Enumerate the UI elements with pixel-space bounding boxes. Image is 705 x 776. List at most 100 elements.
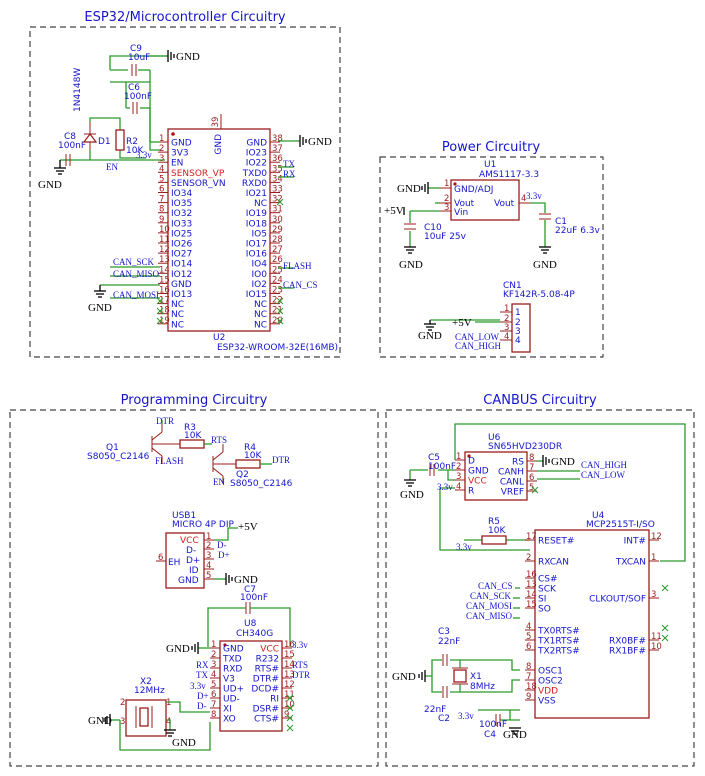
u4-pin-name-14: SI	[538, 595, 546, 605]
u4-pin-num-12: 12	[651, 532, 662, 542]
u2-pin-num-20: 20	[272, 316, 283, 326]
u1-ref: U1	[484, 160, 496, 170]
c8-value: 100nF	[58, 141, 86, 151]
esp32-net-labels: 3.3v EN CAN_SCK CAN_MISO CAN_MOSI TX RX …	[106, 150, 318, 300]
gnd-symbol-x2-right: GND	[164, 729, 196, 749]
gnd-symbol-u6: GND	[542, 455, 575, 468]
u8-right-pins: 16VCC15R23214RTS#13DTR#12DCD#11RI10DSR#9…	[251, 640, 295, 725]
u2-pin-name-4: SENSOR_VP	[171, 169, 225, 179]
u2-pin-num-37: 37	[272, 144, 283, 154]
u4-pin-num-7: 7	[526, 672, 531, 682]
gnd-symbol-c1: GND	[533, 246, 557, 271]
net-label-dtr-u8: DTR	[292, 670, 310, 680]
u2-pin-name-13: IO14	[171, 260, 192, 270]
net-label-en: EN	[106, 162, 118, 172]
u2-pin-name-14: IO12	[171, 270, 192, 280]
no-connect-markers	[156, 198, 669, 732]
u6-pin-num-2: 2	[456, 462, 461, 472]
power-section: Power Circuitry	[379, 140, 604, 358]
u6-pin-name-5: VREF	[501, 488, 524, 498]
u2-pin-num-4: 4	[159, 164, 164, 174]
r3-value: 10K	[184, 431, 202, 441]
gnd-label-u8: GND	[166, 643, 190, 655]
net-label-3v3-esp: 3.3v	[136, 150, 152, 160]
u2-pin-name-11: IO26	[171, 240, 192, 250]
nc-marker	[276, 297, 284, 305]
c5-value: 100nF	[428, 462, 456, 472]
u4-pin-name-3: CLKOUT/SOF	[589, 595, 646, 605]
u6-pin-name-8: RS	[512, 458, 524, 468]
u1-pin4-num: 4	[521, 194, 526, 204]
u2-pin-name-24: IO2	[252, 280, 267, 290]
u2-pin-name-27: IO16	[246, 250, 267, 260]
usb-vcc-wire	[214, 527, 238, 541]
x1-ref: X1	[470, 672, 482, 682]
c4-value: 100nF	[479, 720, 507, 730]
u6-ref: U6	[488, 433, 501, 443]
d1-r2-top-wire	[89, 117, 121, 130]
transistor-q1: Q1 S8050_C2146	[87, 424, 180, 464]
net-label-can-high-cn1: CAN_HIGH	[455, 341, 501, 351]
net-label-3v3-r5: 3.3v	[456, 542, 472, 552]
net-label-rts-r3: RTS	[211, 435, 227, 445]
q2-ref: Q2	[236, 470, 249, 480]
nc-marker	[661, 634, 669, 642]
u4-pin-name-2: RXCAN	[538, 558, 569, 568]
u6-pin-num-3: 3	[456, 472, 461, 482]
u2-pin-num-28: 28	[272, 235, 283, 245]
u4-pin-name-4: TX0RTS#	[537, 627, 580, 637]
nc-marker	[276, 198, 284, 206]
cn1-body	[511, 303, 531, 353]
u2-pin-num-7: 7	[159, 195, 164, 205]
net-label-can-high-u6: CAN_HIGH	[581, 460, 627, 470]
d1-ref: D1	[98, 137, 111, 147]
gnd-symbol-esp-pin38: GND	[299, 135, 332, 148]
u4-pin-name-9: VSS	[538, 697, 556, 707]
nc-marker	[531, 486, 539, 494]
c8-ref: C8	[64, 132, 76, 142]
gnd-symbol-u1: GND	[397, 182, 429, 195]
u6-pin-name-4: R	[468, 487, 474, 497]
u2-pin-num-5: 5	[159, 174, 164, 184]
u8-pin-name-4: V3	[223, 675, 235, 685]
u2-pin-name-16: IO13	[171, 290, 192, 300]
u4-pin-name-17: RESET#	[538, 537, 574, 547]
u4-pin-num-8: 8	[526, 662, 531, 672]
u1-pin1-num: 1	[444, 179, 449, 189]
net-label-3v3-u8-vcc: 3.3v	[292, 640, 308, 650]
x2-value: 12MHz	[134, 686, 165, 696]
u8-pin-num-3: 3	[211, 660, 216, 670]
u2-pin-num-30: 30	[272, 215, 283, 225]
u2-pin-name-6: IO34	[171, 189, 192, 199]
c4-ref: C4	[484, 730, 496, 740]
u2-pin-name-23: IO15	[246, 290, 267, 300]
usb-connector-usb1: USB1 MICRO 4P DIP VCC 1 D- 2 D+ 3 ID 4 G…	[156, 511, 235, 589]
u4-pin-name-12: INT#	[624, 537, 646, 547]
u4-pin-num-10: 10	[651, 642, 662, 652]
u2-pin-name-25: IO0	[252, 270, 268, 280]
x2-pin2-num: 2	[120, 698, 125, 708]
u8-pin-name-15: R232	[256, 655, 279, 665]
u1-pin3-name: Vin	[454, 208, 468, 218]
u2-pin-name-15: GND	[171, 280, 192, 290]
resistor-r5: R5 10K	[481, 517, 507, 545]
net-label-rx: RX	[283, 169, 296, 179]
nc-marker	[286, 714, 294, 722]
c9-gnd-wire	[109, 55, 168, 70]
usb1-ref: USB1	[172, 511, 196, 521]
net-label-rx-u8: RX	[196, 660, 209, 670]
u4-pin-num-1: 1	[651, 553, 656, 563]
capacitor-c10: C10 10uF 25v	[404, 223, 467, 242]
u4-pin-name-11: RX0BF#	[609, 637, 646, 647]
usb-pin6-num: 6	[158, 553, 163, 563]
c9-value: 10uF	[128, 53, 150, 63]
u2-pin-name-10: IO25	[171, 229, 192, 239]
canbus-wiring	[409, 423, 686, 562]
nc-marker	[661, 584, 669, 592]
diode-d1: D1 1N4148W	[73, 68, 111, 150]
usb-pin2-num: 2	[206, 541, 211, 551]
capacitor-c1: C1 22uF 6.3v	[539, 213, 601, 236]
x2-gnd2-wire	[166, 719, 171, 730]
